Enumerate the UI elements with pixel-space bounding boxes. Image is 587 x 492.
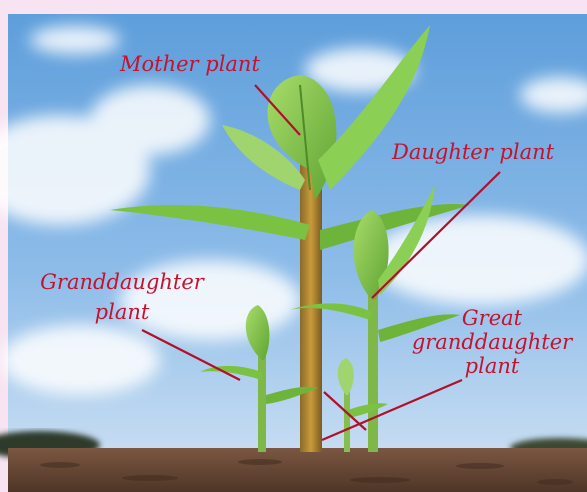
daughter-plant-label: Daughter plant bbox=[392, 140, 554, 164]
great-line2: granddaughter bbox=[398, 330, 586, 354]
great-granddaughter-plant-label: Great granddaughter plant bbox=[398, 306, 586, 378]
mother-plant-label: Mother plant bbox=[120, 52, 260, 76]
great-line1: Great bbox=[398, 306, 586, 330]
great-line3: plant bbox=[398, 354, 586, 378]
soil bbox=[8, 448, 587, 492]
granddaughter-plant-label: Granddaughter plant bbox=[22, 270, 222, 324]
granddaughter-line1: Granddaughter bbox=[22, 270, 222, 294]
granddaughter-line2: plant bbox=[22, 300, 222, 324]
